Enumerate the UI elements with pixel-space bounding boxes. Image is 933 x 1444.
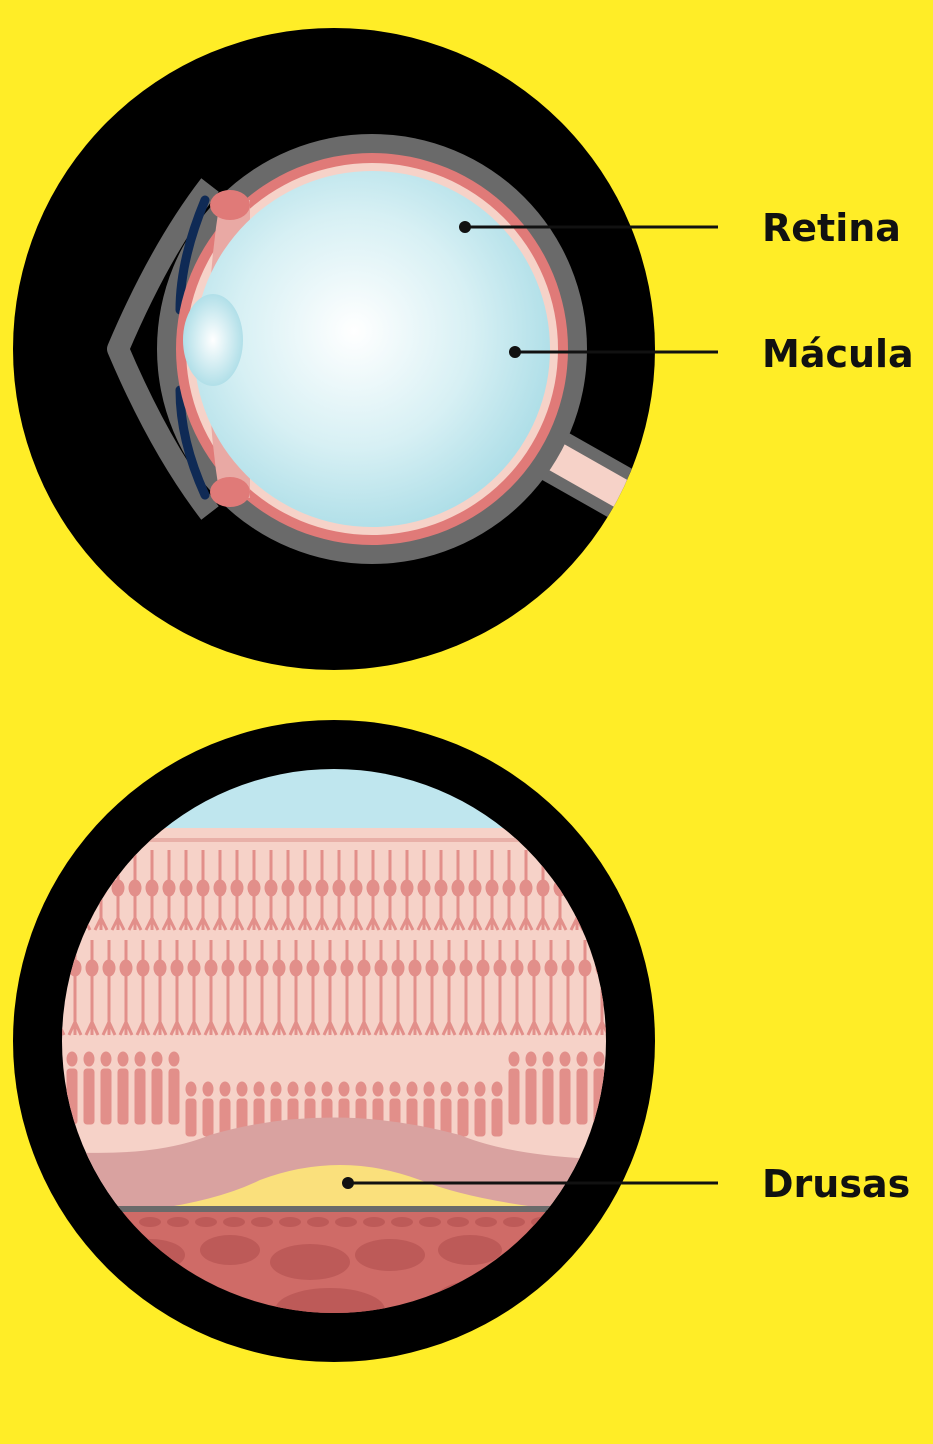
retina-pointer-dot: [459, 221, 471, 233]
retina-label: Retina: [762, 209, 901, 247]
macula-pointer-dot: [509, 346, 521, 358]
macula-label: Mácula: [762, 335, 914, 373]
drusen-pointer-dot: [342, 1177, 354, 1189]
drusen-label: Drusas: [762, 1165, 910, 1203]
